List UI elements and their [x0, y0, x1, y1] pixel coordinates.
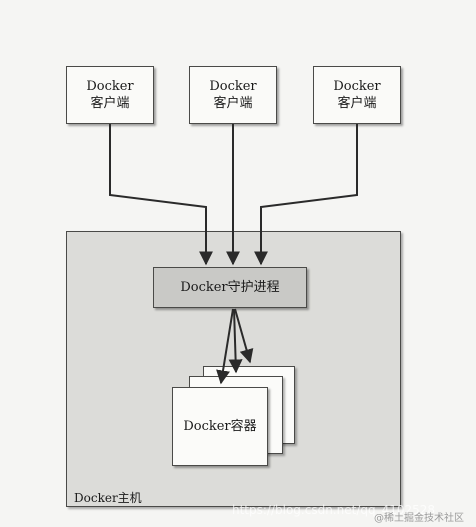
docker-client-box-2: Docker 客户端 [189, 66, 277, 124]
container-label: Docker容器 [183, 419, 257, 434]
client-3-line1: Docker [333, 79, 381, 94]
docker-daemon-box: Docker守护进程 [153, 267, 307, 308]
client-2-line2: 客户端 [213, 96, 253, 111]
docker-client-box-3: Docker 客户端 [313, 66, 401, 124]
client-1-line2: 客户端 [90, 96, 130, 111]
docker-host-label: Docker主机 [74, 491, 142, 505]
daemon-label: Docker守护进程 [180, 280, 280, 295]
watermark-url: https://blog.csdn.net/qq_4102528 [232, 503, 436, 517]
watermark-credit: @稀土掘金技术社区 [374, 513, 464, 524]
docker-container-box: Docker容器 [172, 387, 268, 466]
client-1-line1: Docker [86, 79, 134, 94]
docker-client-box-1: Docker 客户端 [66, 66, 154, 124]
client-2-line1: Docker [209, 79, 257, 94]
client-3-line2: 客户端 [337, 96, 377, 111]
